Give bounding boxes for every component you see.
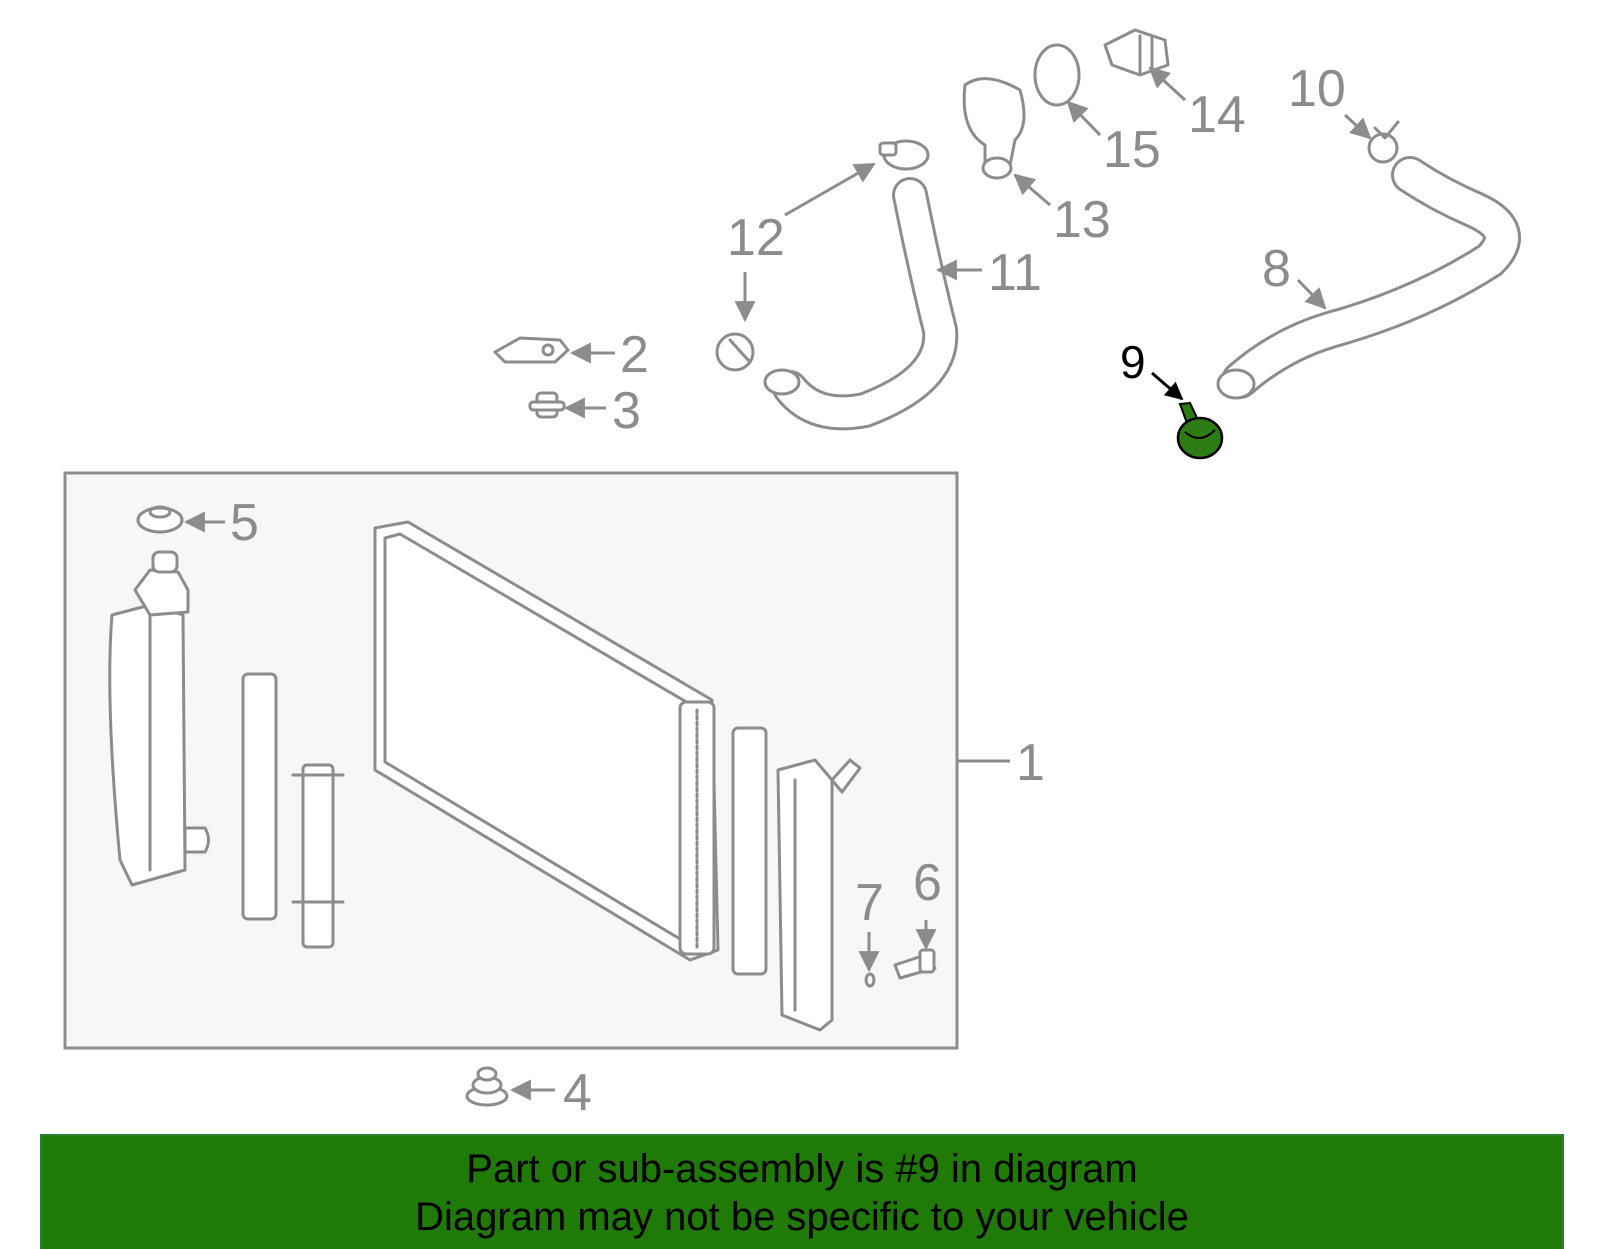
leader-14 xyxy=(1148,66,1187,102)
callout-9: 9 xyxy=(1120,336,1146,388)
bracket-left xyxy=(291,763,345,949)
callout-5: 5 xyxy=(230,494,259,552)
callout-13: 13 xyxy=(1053,191,1111,249)
leader-9 xyxy=(1151,371,1184,401)
leader-13 xyxy=(1013,173,1051,207)
banner-line-1: Part or sub-assembly is #9 in diagram xyxy=(466,1146,1138,1191)
leader-8 xyxy=(1296,278,1327,310)
callout-11: 11 xyxy=(988,244,1042,302)
valve-part-14 xyxy=(1103,28,1170,77)
callout-6: 6 xyxy=(913,854,942,912)
callout-12: 12 xyxy=(727,209,785,267)
callout-10: 10 xyxy=(1288,60,1346,118)
leader-15 xyxy=(1066,100,1102,137)
baffle-left xyxy=(241,672,278,921)
callout-8: 8 xyxy=(1262,240,1291,298)
grommet-part-3 xyxy=(528,391,566,419)
left-tank xyxy=(108,550,210,887)
leader-10 xyxy=(1343,113,1372,140)
clamp-part-12-upper xyxy=(878,139,930,171)
right-tank xyxy=(776,758,862,1032)
water-outlet-part-13 xyxy=(962,77,1026,180)
banner-line-2: Diagram may not be specific to your vehi… xyxy=(415,1194,1189,1239)
bracket-part-2 xyxy=(493,336,570,364)
baffle-right xyxy=(731,726,768,976)
callout-14: 14 xyxy=(1188,86,1246,144)
callout-7: 7 xyxy=(855,874,884,932)
callout-15: 15 xyxy=(1103,121,1161,179)
radiator-cap-part-5 xyxy=(136,505,184,534)
gasket-part-15 xyxy=(1033,43,1081,107)
leader-12a xyxy=(784,162,876,217)
clamp-part-12-lower xyxy=(715,332,755,372)
info-banner: Part or sub-assembly is #9 in diagram Di… xyxy=(40,1134,1564,1249)
callout-2: 2 xyxy=(620,326,649,384)
radiator-core xyxy=(373,520,720,962)
mount-part-4 xyxy=(465,1066,509,1107)
clamp-part-10 xyxy=(1367,120,1400,164)
clamp-part-9-highlighted xyxy=(1176,401,1224,460)
callout-1: 1 xyxy=(1016,734,1045,792)
callout-3: 3 xyxy=(612,382,641,440)
radiator-hose-part-8 xyxy=(1216,156,1521,400)
o-ring-part-7 xyxy=(864,972,876,988)
drain-cock-part-6 xyxy=(893,948,937,980)
callout-4: 4 xyxy=(563,1064,592,1122)
radiator-hose-part-11 xyxy=(763,177,959,431)
